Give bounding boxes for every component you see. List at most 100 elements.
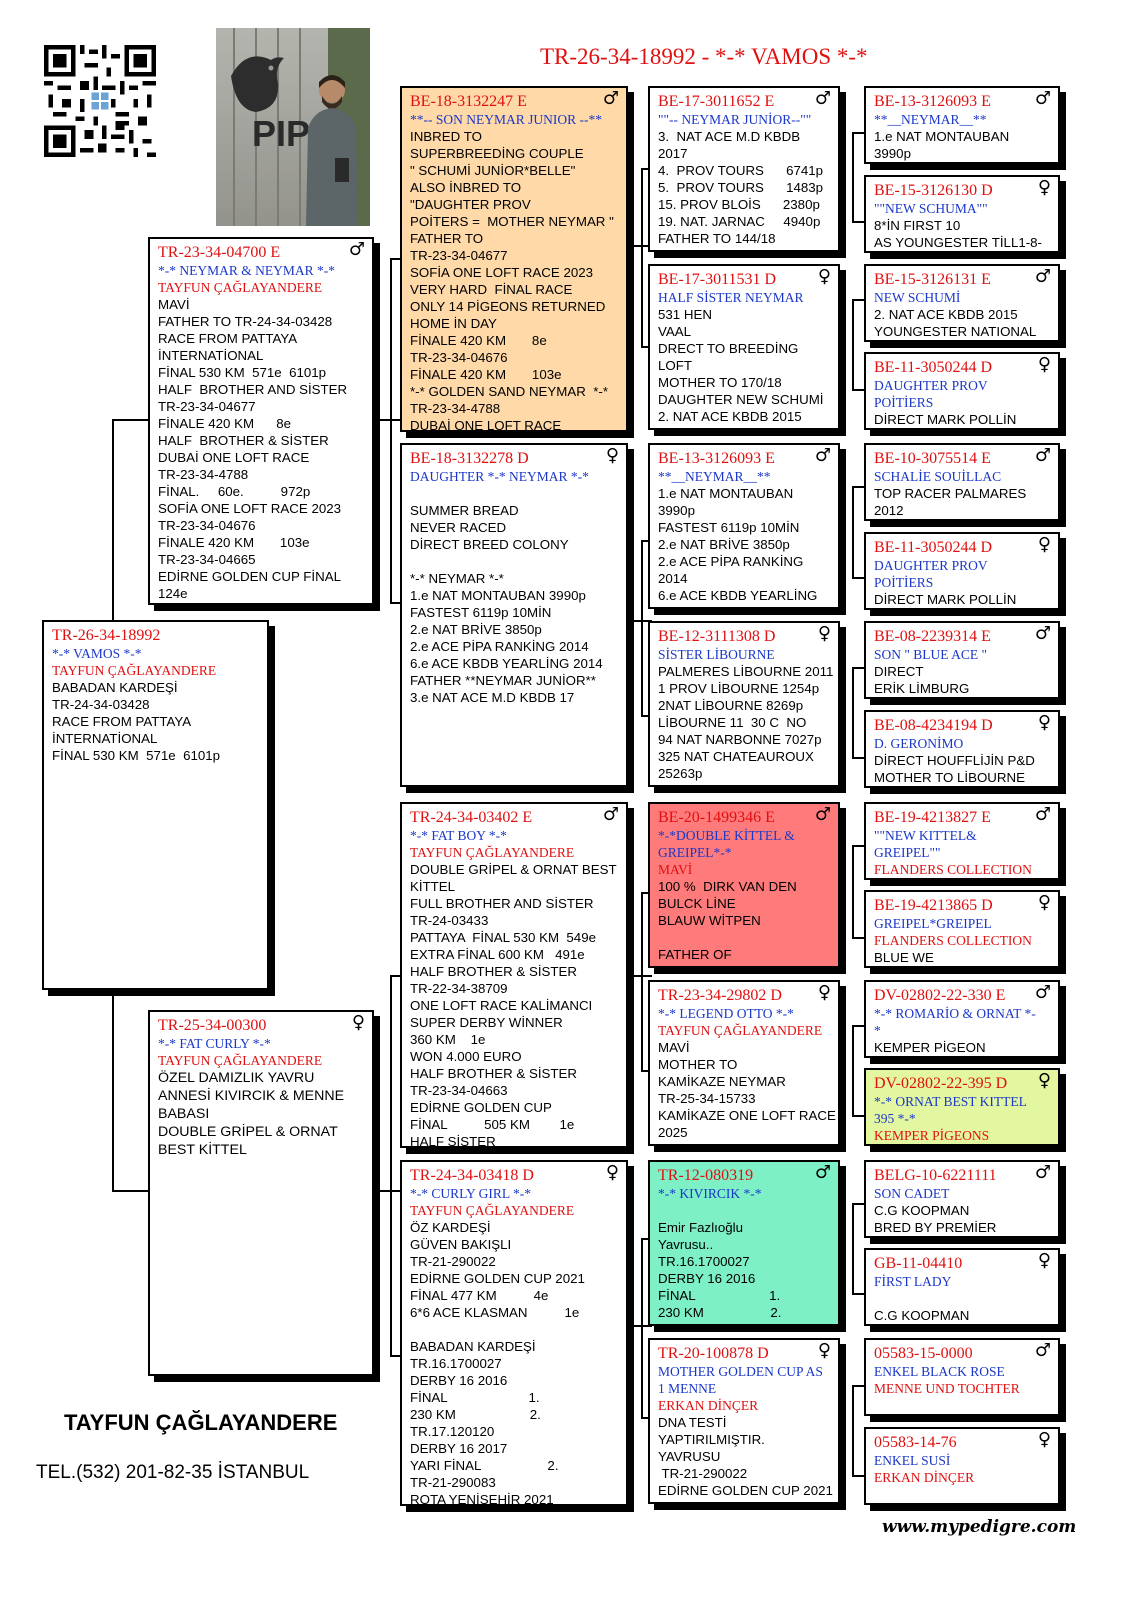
female-symbol-icon: ♀ xyxy=(1037,177,1051,198)
owner-name: TAYFUN ÇAĞLAYANDERE xyxy=(64,1410,338,1435)
pigeon-name: **__NEYMAR__** xyxy=(658,469,771,484)
card-text-line: DNA TESTİ xyxy=(658,1415,727,1430)
card-text-line: 8*İN FIRST 10 xyxy=(874,218,961,233)
card-text-line: SOFİA ONE LOFT RACE 2023 xyxy=(410,265,594,280)
ring-number: BE-20-1499346 E xyxy=(658,809,775,826)
female-symbol-icon: ♀ xyxy=(605,1162,619,1183)
card-text-line: ERİK LİMBURG xyxy=(874,681,970,696)
card-text-line: 2. NAT ACE KBDB 2015 xyxy=(658,409,802,424)
card-text-line: TR-21-290022 xyxy=(410,1254,496,1269)
pigeon-name: D. GERONİMO xyxy=(874,736,964,751)
card-text-line: *-* NEYMAR *-* xyxy=(410,571,504,586)
male-symbol-icon: ♂ xyxy=(1034,804,1051,825)
card-text-line: " SCHUMİ JUNİOR*BELLE" xyxy=(410,163,576,178)
card-text-line: FULL BROTHER AND SİSTER xyxy=(410,896,594,911)
card-text-line: 2.e ACE PİPA RANKİNG 2014 xyxy=(410,639,589,654)
card-text-line: DİRECT HOUFFLİJİN P&D xyxy=(874,753,1035,768)
card-text-line: FİNALE 420 KM 8e xyxy=(410,333,547,348)
card-text-line: 360 KM 1e xyxy=(410,1032,486,1047)
pigeon-name: DAUGHTER PROV xyxy=(874,558,988,573)
ring-number: BE-17-3011531 D xyxy=(658,271,777,288)
card-text-line: RACE FROM PATTAYA xyxy=(158,331,298,346)
card-text-line: EDİRNE GOLDEN CUP 2021 xyxy=(410,1271,585,1286)
ring-number: BE-13-3126093 E xyxy=(658,450,775,467)
card-text-line: 3.e NAT ACE M.D KBDB 17 xyxy=(410,690,575,705)
card-text-line: FASTEST 6119p 10MİN xyxy=(410,605,552,620)
card-text-line: LOFT xyxy=(658,358,692,373)
female-symbol-icon: ♀ xyxy=(1037,354,1051,375)
card-text-line: FATHER TO TR-24-34-03428 xyxy=(158,314,333,329)
card-text-line: 4. PROV TOURS 6741p xyxy=(658,163,824,178)
card-text-line: LİBOURNE 11 30 C NO xyxy=(658,715,807,730)
card-text-line: 2.e NAT BRİVE 3850p xyxy=(410,622,542,637)
ring-number: TR-24-34-03402 E xyxy=(410,809,533,826)
male-symbol-icon: ♂ xyxy=(1034,266,1051,287)
owner-phone: TEL.(532) 201-82-35 İSTANBUL xyxy=(36,1462,310,1483)
male-symbol-icon: ♂ xyxy=(1034,88,1051,109)
card-text-line: VAAL xyxy=(658,324,692,339)
card-text-line: 5. PROV TOURS 1483p xyxy=(658,180,824,195)
pigeon-name: ENKEL SUSİ xyxy=(874,1453,951,1468)
male-symbol-icon: ♂ xyxy=(602,804,619,825)
card-text-line: PATTAYA FİNAL 530 KM 549e xyxy=(410,930,596,945)
breeder-name: TAYFUN ÇAĞLAYANDERE xyxy=(658,1023,823,1038)
website-link[interactable]: www.mypedigre.com xyxy=(882,1517,1077,1537)
card-text-line: ONLY 14 PİGEONS RETURNED xyxy=(410,299,606,314)
ring-number: 05583-14-76 xyxy=(874,1434,957,1451)
pigeon-name: *-* CURLY GIRL *-* xyxy=(410,1186,532,1201)
card-text-line: DERBY 16 2016 xyxy=(658,1271,756,1286)
card-text-line: DİRECT BREED COLONY xyxy=(410,537,569,552)
female-symbol-icon: ♀ xyxy=(817,1340,831,1361)
card-text-line: MAVİ xyxy=(158,297,190,312)
card-text-line: HALF SİSTER xyxy=(410,1134,496,1148)
card-text-line: DOUBLE GRİPEL & ORNAT BEST xyxy=(410,862,617,877)
card-text-line: TR-25-34-15733 xyxy=(658,1091,756,1106)
pigeon-name: FİRST LADY xyxy=(874,1274,952,1289)
female-symbol-icon: ♀ xyxy=(1037,1250,1051,1271)
card-text-line: FASTEST 6119p 10MİN xyxy=(658,520,800,535)
card-text-line: TOP RACER PALMARES xyxy=(874,486,1027,501)
pigeon-name: *-*DOUBLE KİTTEL & xyxy=(658,828,795,843)
card-text-line: TR-23-34-04676 xyxy=(158,518,256,533)
pigeon-name: MOTHER GOLDEN CUP AS xyxy=(658,1364,823,1379)
pigeon-name: *-* ROMARİO & ORNAT *- xyxy=(874,1006,1036,1021)
card-text-line: KEMPER PİGEON xyxy=(874,1040,986,1055)
ring-number: BE-11-3050244 D xyxy=(874,359,993,376)
pigeon-name: *-* LEGEND OTTO *-* xyxy=(658,1006,794,1021)
card-text-line: MAVİ xyxy=(658,1040,690,1055)
ring-number: BE-08-2239314 E xyxy=(874,628,991,645)
card-text-line: SUPER DERBY WİNNER xyxy=(410,1015,563,1030)
ring-number: TR-23-34-29802 D xyxy=(658,987,782,1004)
card-text-line: SUMMER BREAD xyxy=(410,503,519,518)
card-text-line: YAVRUSU xyxy=(658,1449,721,1464)
ring-number: BE-15-3126130 D xyxy=(874,182,993,199)
card-text-line: 2. NAT ACE KBDB 2015 xyxy=(874,307,1018,322)
pedigree-card-sss: ♂BE-17-3011652 E""-- NEYMAR JUNİOR--""3.… xyxy=(648,86,840,252)
ring-number: DV-02802-22-395 D xyxy=(874,1075,1008,1092)
card-text-line: 3. NAT ACE M.D KBDB xyxy=(658,129,801,144)
breeder-name: TAYFUN ÇAĞLAYANDERE xyxy=(158,280,323,295)
card-text-line: HALF BROTHER & SİSTER xyxy=(410,1066,577,1081)
card-text-line: DIRECT xyxy=(874,664,924,679)
male-symbol-icon: ♂ xyxy=(1034,623,1051,644)
card-text-line: VERY HARD FİNAL RACE xyxy=(410,282,573,297)
ring-number: BE-19-4213865 D xyxy=(874,897,993,914)
card-text-line: MOTHER TO xyxy=(658,1057,738,1072)
pigeon-name: ""NEW SCHUMA"" xyxy=(874,201,988,216)
card-text-line: 6*6 ACE KLASMAN 1e xyxy=(410,1305,580,1320)
pigeon-name: *-* FAT BOY *-* xyxy=(410,828,507,843)
card-text-line: FİNAL 1. xyxy=(410,1390,540,1405)
pigeon-name: 1 MENNE xyxy=(658,1381,717,1396)
card-text-line: BABADAN KARDEŞİ xyxy=(52,680,178,695)
pedigree-card-sds: ♂BE-13-3126093 E**__NEYMAR__**1.e NAT MO… xyxy=(648,443,840,609)
ring-number: BELG-10-6221111 xyxy=(874,1167,997,1184)
card-text-line xyxy=(410,485,618,502)
card-text-line: 2.e ACE PİPA RANKİNG xyxy=(658,554,804,569)
card-text-line: TR-23-34-04665 xyxy=(158,552,256,567)
card-text-line: "DAUGHTER PROV xyxy=(410,197,531,212)
card-text-line: DRECT TO BREEDİNG xyxy=(658,341,799,356)
breeder-name: MAVİ xyxy=(658,862,693,877)
